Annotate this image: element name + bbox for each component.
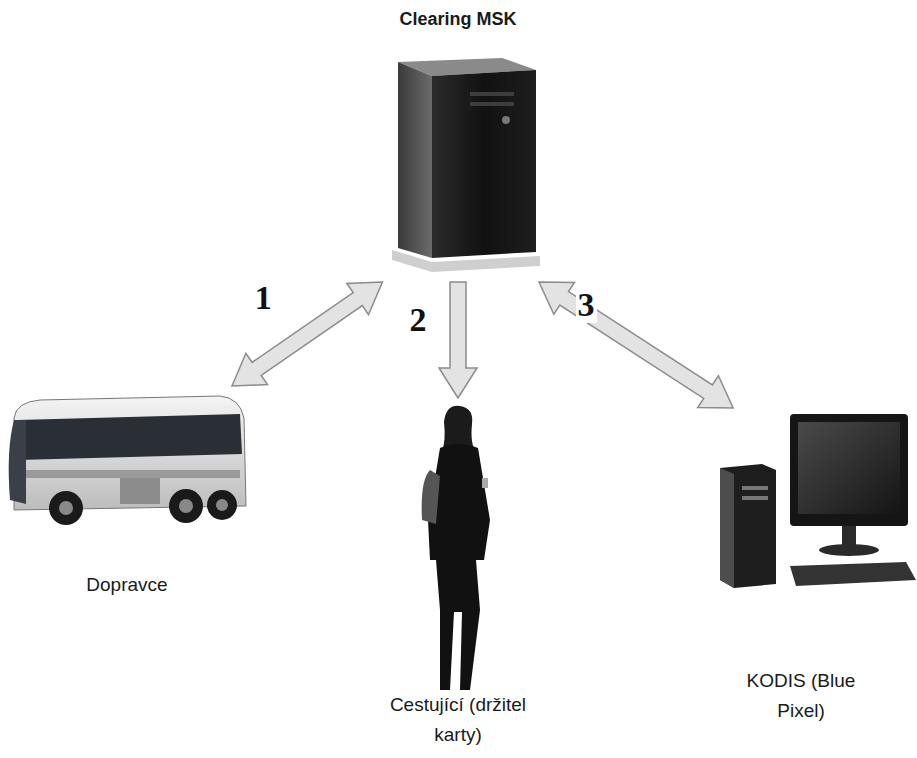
- callout-number: 3: [576, 287, 597, 323]
- person-icon: [422, 406, 490, 690]
- flow-arrow: [439, 282, 477, 398]
- server-icon: [392, 58, 540, 272]
- flow-arrow: [539, 282, 733, 408]
- actor-node: Cestující (držitel karty): [360, 400, 556, 750]
- node-heading: Clearing MSK: [399, 4, 516, 34]
- actor-node: KODIS (Blue Pixel): [688, 410, 914, 726]
- node-caption: Dopravce: [86, 570, 167, 600]
- node-caption: Cestující (držitel karty): [373, 690, 543, 750]
- callout-number: 2: [408, 302, 429, 338]
- computer-icon: [720, 414, 916, 588]
- actor-node: Dopravce: [2, 388, 252, 600]
- server-node: Clearing MSK: [368, 4, 548, 278]
- callout-number: 1: [253, 280, 274, 316]
- node-caption: KODIS (Blue Pixel): [726, 666, 876, 726]
- bus-icon: [9, 396, 246, 525]
